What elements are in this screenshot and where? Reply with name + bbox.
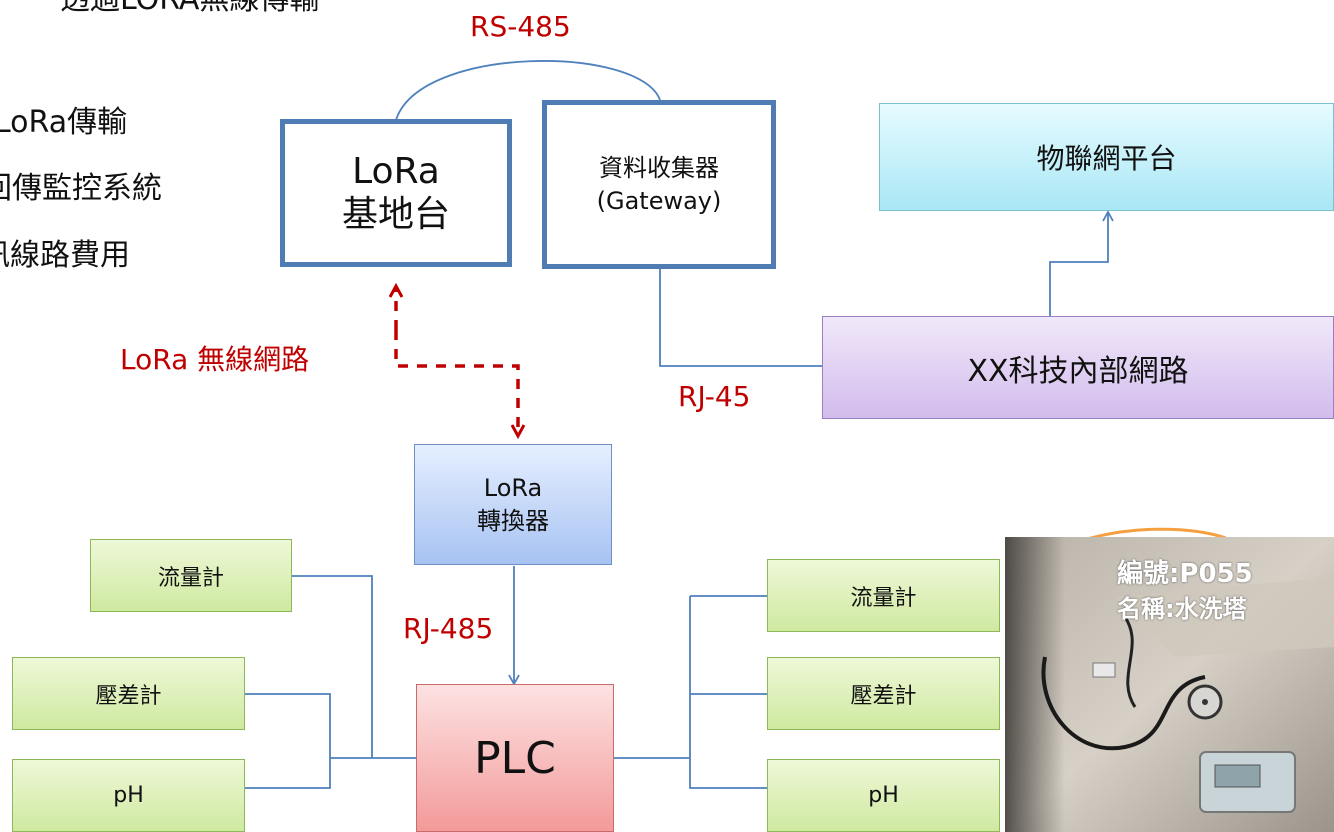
left-pressure-diff-label: 壓差計 bbox=[95, 683, 162, 709]
left-ph-label: pH bbox=[113, 783, 144, 808]
rj485-label: RJ-485 bbox=[403, 612, 494, 645]
field-photo-illustration bbox=[1005, 537, 1334, 832]
right-flowmeter-box: 流量計 bbox=[767, 559, 1000, 632]
bullet-monitoring-system: 回傳監控系統 bbox=[0, 171, 162, 206]
right-pressure-diff-box: 壓差計 bbox=[767, 657, 1000, 730]
rj45-link bbox=[659, 268, 822, 367]
gateway-line1: 資料收集器 bbox=[599, 154, 719, 183]
right-ph-label: pH bbox=[868, 783, 899, 808]
lora-base-line2: 基地台 bbox=[341, 194, 450, 235]
plc-box: PLC bbox=[416, 684, 614, 832]
iot-platform-label: 物聯網平台 bbox=[1036, 142, 1177, 175]
lora-converter-box: LoRa 轉換器 bbox=[414, 444, 612, 565]
field-photo: 編號:P055 名稱:水洗塔 bbox=[1005, 537, 1334, 832]
plc-label: PLC bbox=[474, 732, 556, 784]
rs485-label: RS-485 bbox=[470, 10, 571, 43]
lora-converter-line2: 轉換器 bbox=[477, 506, 549, 535]
lora-base-line1: LoRa bbox=[352, 150, 440, 192]
photo-tag-number: 編號:P055 bbox=[1117, 559, 1253, 589]
photo-accent-arc bbox=[1083, 527, 1227, 542]
lora-base-station-box: LoRa 基地台 bbox=[280, 119, 512, 267]
left-sensor-bus bbox=[245, 575, 416, 789]
right-pressure-diff-label: 壓差計 bbox=[850, 683, 917, 709]
iot-platform-box: 物聯網平台 bbox=[879, 103, 1334, 211]
right-ph-box: pH bbox=[767, 759, 1000, 832]
bullet-lora-transmission: LoRa傳輸 bbox=[0, 105, 128, 140]
bullet-line-cost: 訊線路費用 bbox=[0, 238, 130, 273]
network-to-platform-arrow bbox=[1049, 210, 1114, 316]
left-flowmeter-box: 流量計 bbox=[90, 539, 292, 612]
lora-converter-line1: LoRa bbox=[483, 474, 543, 503]
photo-tag-name: 名稱:水洗塔 bbox=[1117, 595, 1247, 623]
rs485-link bbox=[395, 60, 661, 121]
slide-title-fragment: 透過LORA無線傳輸 bbox=[60, 0, 319, 18]
right-sensor-bus bbox=[614, 595, 767, 789]
gateway-line2: (Gateway) bbox=[596, 186, 722, 215]
left-flowmeter-label: 流量計 bbox=[157, 565, 224, 591]
left-ph-box: pH bbox=[12, 759, 245, 832]
right-flowmeter-label: 流量計 bbox=[850, 585, 917, 611]
lora-wireless-link-body bbox=[394, 330, 518, 436]
rj45-label: RJ-45 bbox=[678, 380, 751, 413]
gateway-box: 資料收集器 (Gateway) bbox=[542, 100, 776, 269]
left-pressure-diff-box: 壓差計 bbox=[12, 657, 245, 730]
lora-wireless-label: LoRa 無線網路 bbox=[120, 343, 310, 376]
internal-network-label: XX科技內部網路 bbox=[967, 353, 1189, 389]
internal-network-box: XX科技內部網路 bbox=[822, 316, 1334, 419]
